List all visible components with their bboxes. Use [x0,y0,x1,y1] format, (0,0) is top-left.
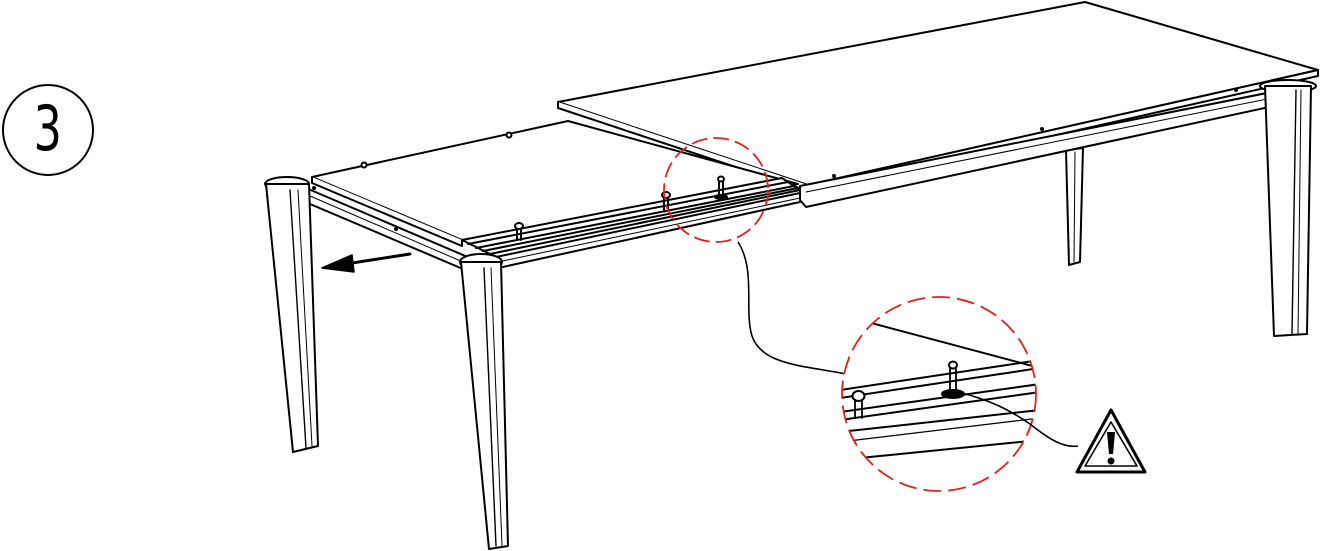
detail-marker-circle [663,137,769,243]
warning-triangle-icon [1075,408,1147,474]
zoom-detail [841,296,1037,492]
locking-pins [514,175,728,241]
pull-arrow-icon [321,252,412,273]
leg-back-right [1065,147,1084,266]
leg-front-right [1259,79,1317,337]
step-badge: 3 [2,84,94,176]
leader-line [737,241,847,375]
table-top-extension [311,120,799,247]
warning-leader-line [957,391,1079,448]
leg-back-left [264,176,319,453]
step-number: 3 [33,92,63,165]
leg-front-left [459,253,509,550]
